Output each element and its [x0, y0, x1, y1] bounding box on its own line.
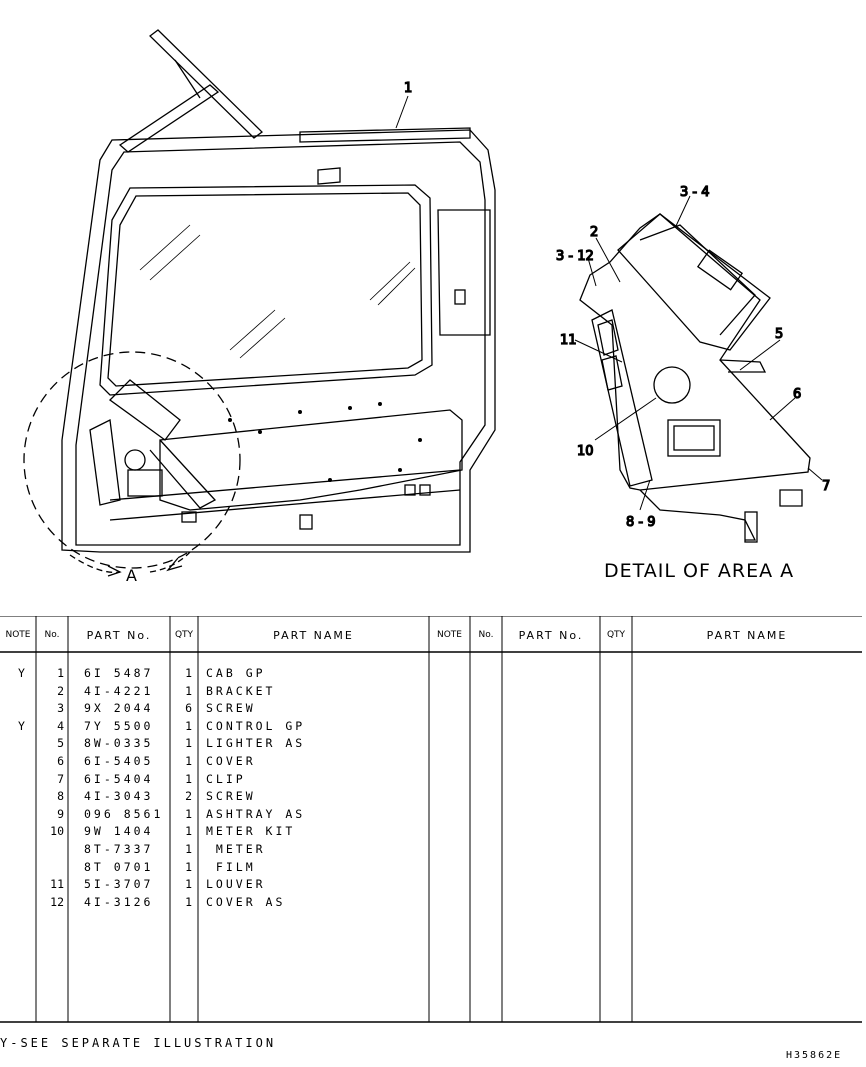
row-quantity: 1 — [185, 806, 192, 821]
row-part-name: CONTROL GP — [206, 718, 306, 733]
row-part-name: ASHTRAY AS — [206, 806, 306, 821]
row-part-name: CLIP — [206, 771, 246, 786]
row-part-number: 9X 2044 — [84, 701, 154, 716]
row-part-number: 6I-5404 — [84, 771, 154, 786]
table-row: 8T 0701 1 FILM — [0, 860, 430, 878]
header-part-name-2: PART NAME — [706, 628, 788, 642]
row-part-number: 4I-3126 — [84, 894, 154, 909]
table-row: Y 1 6I 5487 1 CAB GP — [0, 666, 430, 684]
callout-3-12: 3 - 12 — [556, 249, 594, 264]
row-quantity: 1 — [185, 666, 192, 680]
row-number: 11 — [50, 877, 64, 892]
row-number: 5 — [57, 736, 64, 751]
callout-2: 2 — [590, 225, 598, 240]
detail-title: DETAIL OF AREA A — [604, 560, 795, 582]
row-number: 1 — [57, 666, 64, 680]
row-part-number: 5I-3707 — [84, 877, 154, 892]
row-number: 4 — [57, 718, 64, 733]
callout-1: 1 — [404, 81, 412, 96]
row-part-number: 8T-7337 — [84, 842, 154, 856]
header-part-no: PART No. — [86, 628, 152, 642]
cab-drawing — [61, 29, 496, 553]
footnote: Y-SEE SEPARATE ILLUSTRATION — [0, 1036, 277, 1050]
header-no-2: No. — [478, 630, 494, 640]
row-part-number: 8T 0701 — [84, 859, 154, 874]
row-number: 9 — [57, 806, 64, 821]
row-note: Y — [18, 718, 25, 733]
row-part-number: 7Y 5500 — [84, 718, 154, 733]
row-number: 7 — [57, 771, 64, 786]
row-part-number: 6I-5405 — [84, 754, 154, 768]
row-part-name: METER KIT — [206, 824, 296, 839]
row-part-name: LIGHTER AS — [206, 736, 306, 751]
callout-8-9: 8 - 9 — [626, 515, 656, 530]
row-note: Y — [18, 666, 25, 680]
row-quantity: 1 — [185, 842, 192, 856]
row-part-number: 9W 1404 — [84, 824, 154, 839]
row-part-name: LOUVER — [206, 877, 266, 892]
detail-circle — [23, 351, 241, 569]
row-part-name: SCREW — [206, 789, 256, 804]
row-number: 3 — [57, 701, 64, 716]
header-note-2: NOTE — [436, 630, 462, 640]
row-part-name: SCREW — [206, 701, 256, 716]
table-row: 9 096 8561 1 ASHTRAY AS — [0, 807, 430, 825]
area-label: A — [126, 566, 137, 585]
row-part-number: 6I 5487 — [84, 666, 154, 680]
row-part-name: COVER — [206, 754, 256, 768]
row-part-name: CAB GP — [206, 666, 266, 680]
row-quantity: 1 — [185, 754, 192, 768]
callout-7: 7 — [822, 479, 830, 494]
table-row: 11 5I-3707 1 LOUVER — [0, 877, 430, 895]
header-qty: QTY — [174, 630, 194, 640]
row-quantity: 1 — [185, 771, 192, 786]
row-number: 8 — [57, 789, 64, 804]
row-number: 10 — [50, 824, 64, 839]
table-row: 5 8W-0335 1 LIGHTER AS — [0, 736, 430, 754]
table-row: 3 9X 2044 6 SCREW — [0, 701, 430, 719]
cab-illustration: 1 2 3 - 4 3 - 12 5 6 7 8 - 9 10 11 — [23, 29, 831, 577]
row-quantity: 1 — [185, 877, 192, 892]
parts-table-grid — [0, 616, 862, 1023]
row-part-number: 4I-3043 — [84, 789, 154, 804]
row-quantity: 1 — [185, 824, 192, 839]
header-note: NOTE — [5, 630, 31, 640]
callout-6: 6 — [793, 387, 801, 402]
table-row: 2 4I-4221 1 BRACKET — [0, 684, 430, 702]
row-number: 12 — [50, 894, 64, 909]
row-part-number: 4I-4221 — [84, 683, 154, 698]
detail-drawing — [579, 213, 811, 543]
table-row: 12 4I-3126 1 COVER AS — [0, 895, 430, 913]
table-row: 8 4I-3043 2 SCREW — [0, 789, 430, 807]
row-quantity: 2 — [185, 789, 192, 804]
header-part-no-2: PART No. — [518, 628, 584, 642]
callout-10: 10 — [577, 444, 594, 459]
row-number: 6 — [57, 754, 64, 768]
row-quantity: 1 — [185, 736, 192, 751]
header-no: No. — [44, 630, 60, 640]
row-quantity: 1 — [185, 683, 192, 698]
header-qty-2: QTY — [606, 630, 626, 640]
callout-5: 5 — [775, 327, 783, 342]
row-part-name: BRACKET — [206, 683, 276, 698]
table-row: 8T-7337 1 METER — [0, 842, 430, 860]
illustration-ref: H35862E — [786, 1050, 843, 1061]
row-quantity: 1 — [185, 718, 192, 733]
table-row: 7 6I-5404 1 CLIP — [0, 772, 430, 790]
row-part-name: METER — [206, 842, 266, 856]
row-quantity: 1 — [185, 894, 192, 909]
table-row: Y 4 7Y 5500 1 CONTROL GP — [0, 719, 430, 737]
row-part-name: FILM — [206, 859, 256, 874]
callout-3-4: 3 - 4 — [680, 185, 710, 200]
table-row: 6 6I-5405 1 COVER — [0, 754, 430, 772]
row-quantity: 1 — [185, 859, 192, 874]
row-part-number: 096 8561 — [84, 806, 164, 821]
row-quantity: 6 — [185, 701, 192, 716]
callout-11: 11 — [560, 333, 577, 348]
header-part-name: PART NAME — [273, 628, 354, 642]
row-part-number: 8W-0335 — [84, 736, 154, 751]
table-row: 10 9W 1404 1 METER KIT — [0, 824, 430, 842]
row-number: 2 — [57, 683, 64, 698]
row-part-name: COVER AS — [206, 894, 286, 909]
